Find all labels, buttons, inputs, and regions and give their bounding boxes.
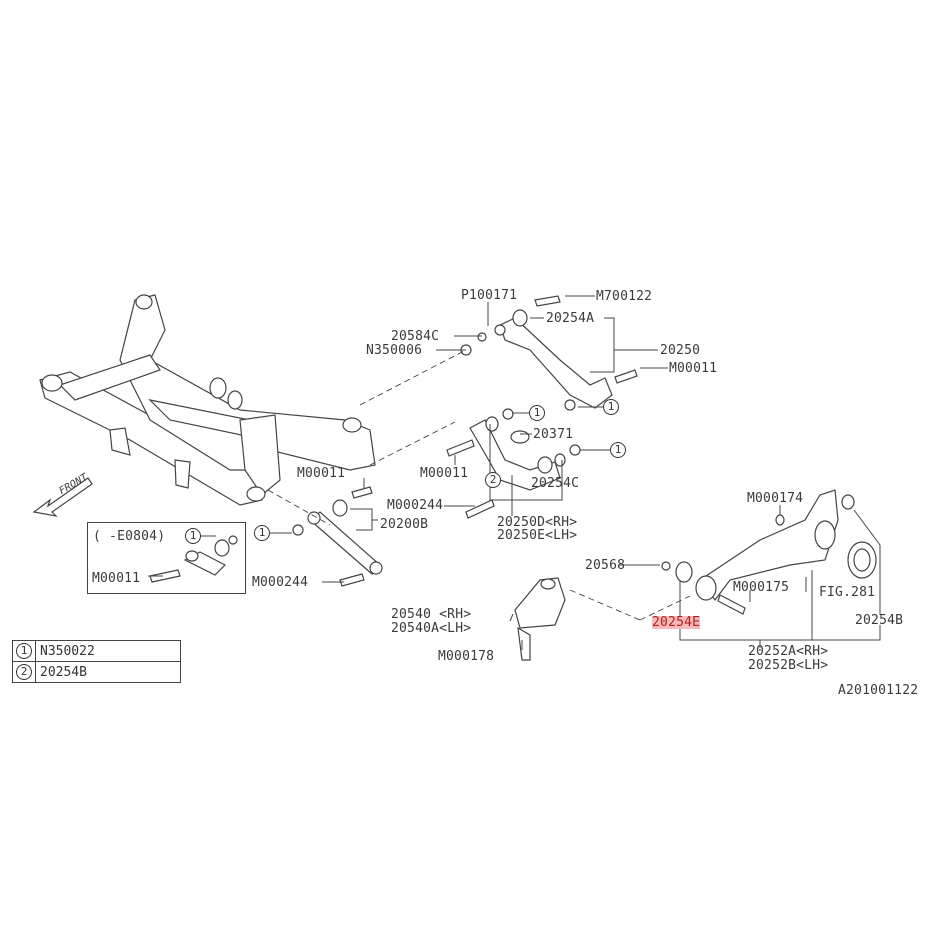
label-20254a[interactable]: 20254A — [546, 311, 595, 326]
label-m000175[interactable]: M000175 — [733, 580, 790, 595]
label-m00011-mid[interactable]: M00011 — [420, 466, 469, 481]
diagram-code: A201001122 — [838, 683, 919, 698]
legend-part[interactable]: N350022 — [35, 640, 181, 662]
label-20584c[interactable]: 20584C — [391, 329, 440, 344]
callout-1: 1 — [529, 405, 545, 421]
callout-2: 2 — [485, 472, 501, 488]
label-20254b[interactable]: 20254B — [855, 613, 904, 628]
legend-table: 1 N350022 2 20254B — [12, 640, 181, 683]
label-20254c[interactable]: 20254C — [531, 476, 580, 491]
upper-arm-illustration — [460, 295, 638, 411]
label-m00011-upper[interactable]: M00011 — [669, 361, 718, 376]
label-20568[interactable]: 20568 — [585, 558, 626, 573]
label-20252b[interactable]: 20252B<LH> — [748, 658, 829, 673]
lower-arm-illustration — [446, 408, 581, 519]
legend-row: 1 N350022 — [12, 640, 181, 662]
callout-1: 1 — [610, 442, 626, 458]
label-p100171[interactable]: P100171 — [461, 288, 518, 303]
front-arrow-icon — [32, 477, 93, 517]
label-20250d[interactable]: 20250D<RH> — [497, 515, 578, 530]
callout-1: 1 — [185, 528, 201, 544]
callout-1: 1 — [603, 399, 619, 415]
crossmember-illustration — [39, 294, 376, 506]
label-m000174[interactable]: M000174 — [747, 491, 804, 506]
label-n350006[interactable]: N350006 — [366, 343, 423, 358]
inset-illustration — [149, 535, 238, 583]
legend-row: 2 20254B — [12, 661, 181, 683]
lateral-link-illustration — [292, 486, 383, 587]
label-fig281[interactable]: FIG.281 — [819, 585, 876, 600]
label-20250e[interactable]: 20250E<LH> — [497, 528, 578, 543]
inset-box — [87, 522, 246, 594]
label-20254e-highlighted[interactable]: 20254E — [652, 615, 701, 630]
label-m000244-left[interactable]: M000244 — [252, 575, 309, 590]
legend-part[interactable]: 20254B — [35, 661, 181, 683]
label-20540a[interactable]: 20540A<LH> — [391, 621, 472, 636]
trailing-arm-illustration — [661, 489, 877, 615]
label-20371[interactable]: 20371 — [533, 427, 574, 442]
leader-lines — [148, 295, 881, 650]
legend-key: 2 — [16, 664, 32, 680]
label-20200b[interactable]: 20200B — [380, 517, 429, 532]
inset-range: ( -E0804) — [93, 529, 166, 544]
bracket-illustration — [514, 577, 566, 661]
label-m000178[interactable]: M000178 — [438, 649, 495, 664]
label-20540[interactable]: 20540 <RH> — [391, 607, 472, 622]
label-m000244-mid[interactable]: M000244 — [387, 498, 444, 513]
label-20250[interactable]: 20250 — [660, 343, 701, 358]
inset-label-m00011[interactable]: M00011 — [92, 571, 141, 586]
label-m700122[interactable]: M700122 — [596, 289, 653, 304]
label-m00011-left[interactable]: M00011 — [297, 466, 346, 481]
dashed-lines — [267, 349, 691, 621]
label-20252a[interactable]: 20252A<RH> — [748, 644, 829, 659]
legend-key: 1 — [16, 643, 32, 659]
callout-1: 1 — [254, 525, 270, 541]
